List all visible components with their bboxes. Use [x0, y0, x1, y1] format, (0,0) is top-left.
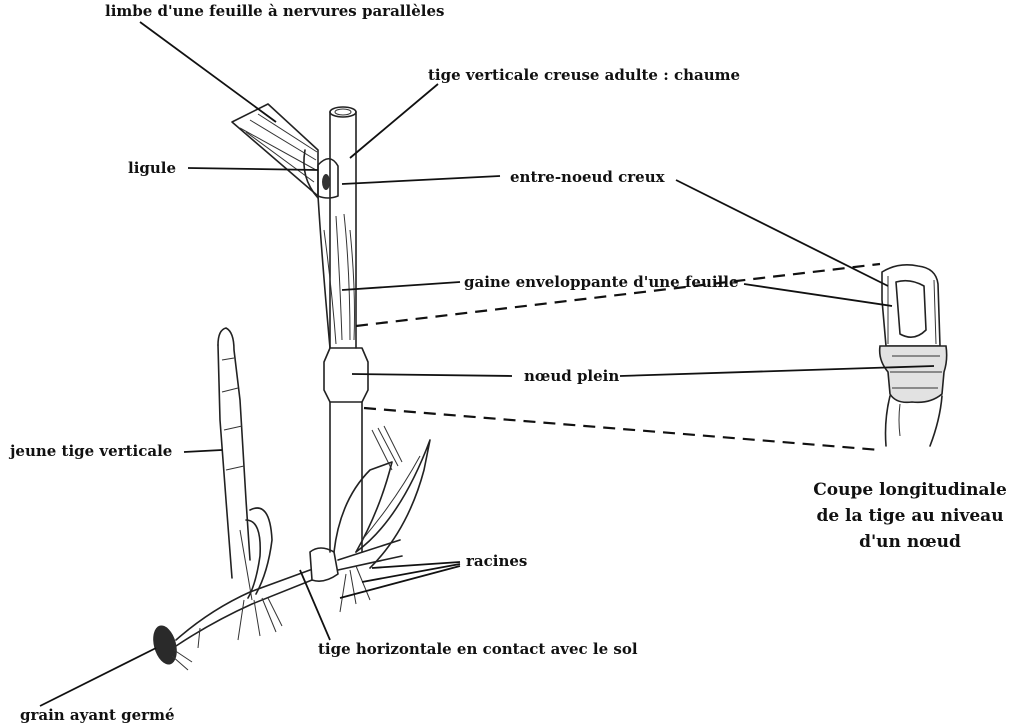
adult-stem	[318, 107, 430, 568]
leaf-blade	[232, 104, 318, 198]
label-grain: grain ayant germé	[20, 706, 175, 724]
caption-line-1: Coupe longitudinale	[813, 480, 1007, 500]
label-jeune-tige: jeune tige verticale	[8, 442, 172, 460]
label-tige-horizontale: tige horizontale en contact avec le sol	[318, 640, 638, 658]
label-entre-noeud: entre-noeud creux	[510, 168, 666, 186]
label-noeud: nœud plein	[524, 367, 619, 385]
caption-line-2: de la tige au niveau	[816, 506, 1003, 526]
germinated-grain	[149, 623, 192, 670]
label-gaine: gaine enveloppante d'une feuille	[464, 273, 738, 291]
label-limbe: limbe d'une feuille à nervures parallèle…	[105, 2, 444, 20]
longitudinal-section	[880, 265, 947, 446]
label-ligule: ligule	[128, 159, 176, 177]
label-racines: racines	[466, 552, 527, 570]
young-stem	[218, 328, 272, 600]
horizontal-stem	[176, 540, 402, 648]
section-caption: Coupe longitudinale de la tige au niveau…	[813, 480, 1007, 552]
leader-lines	[40, 22, 934, 706]
labels: limbe d'une feuille à nervures parallèle…	[8, 2, 740, 724]
label-chaume: tige verticale creuse adulte : chaume	[428, 66, 740, 84]
caption-line-3: d'un nœud	[859, 532, 961, 552]
